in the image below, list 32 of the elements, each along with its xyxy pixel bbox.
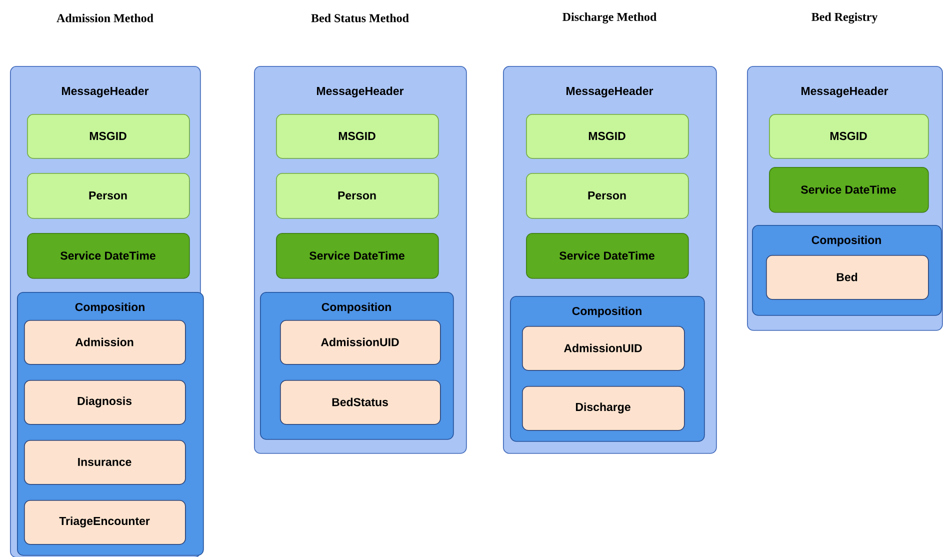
field-box: Service DateTime [276,233,439,279]
header-label: MessageHeader [62,86,149,98]
field-box: Service DateTime [526,233,689,279]
header-label: MessageHeader [801,86,888,98]
field-box: Person [27,173,190,219]
element-box: AdmissionUID [522,326,685,371]
field-box: MSGID [526,114,689,159]
field-box: Service DateTime [27,233,190,279]
element-box: Diagnosis [24,380,186,425]
field-box: Person [526,173,689,219]
composition-label: Composition [322,302,391,314]
element-box: TriageEncounter [24,500,186,545]
field-box: MSGID [769,114,929,159]
field-box: Service DateTime [769,167,929,213]
column-title: Admission Method [56,14,154,22]
header-label: MessageHeader [317,86,404,98]
field-box: Person [276,173,439,219]
element-box: Admission [24,320,186,365]
field-box: MSGID [27,114,190,159]
field-box: MSGID [276,114,439,159]
element-box: AdmissionUID [280,320,441,365]
element-box: Discharge [522,386,685,431]
column-title: Discharge Method [562,12,657,24]
column-title: Bed Registry [812,12,878,24]
element-box: Insurance [24,440,186,485]
column-title: Bed Status Method [311,14,409,22]
composition-label: Composition [812,236,881,246]
element-box: Bed [766,255,929,300]
element-box: BedStatus [280,380,441,425]
composition-label: Composition [572,306,642,318]
header-label: MessageHeader [566,86,654,98]
composition-label: Composition [75,302,144,314]
